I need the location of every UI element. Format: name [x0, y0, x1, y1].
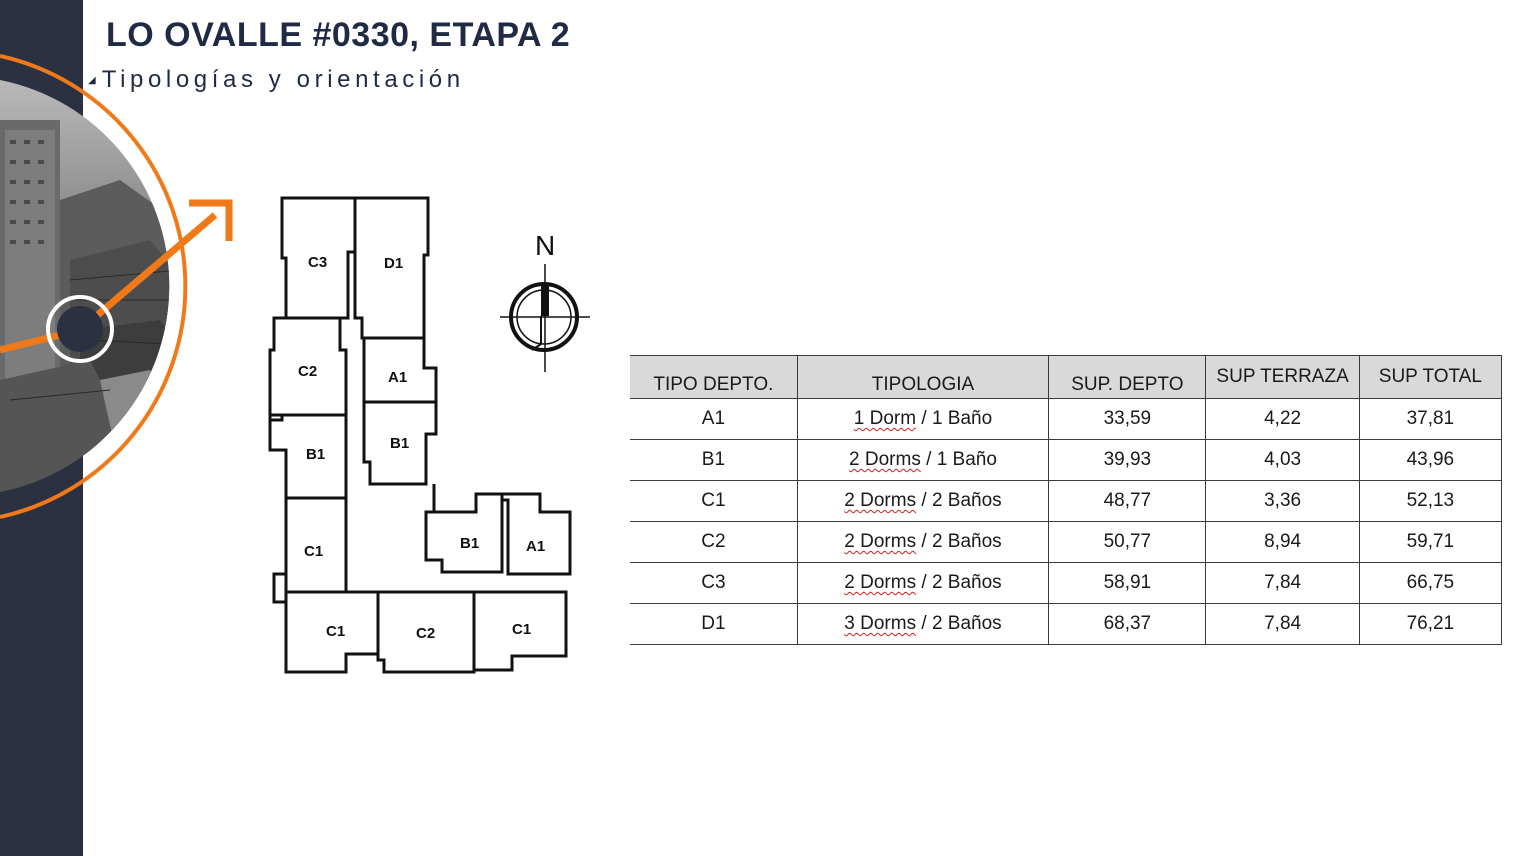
cell-sup-total: 43,96 — [1358, 439, 1503, 481]
cell-banos: 1 Baño — [931, 408, 993, 429]
table-row: C3 2 Dorms / 2 Baños 58,91 7,84 66,75 — [630, 562, 1503, 604]
cell-tipologia: 3 Dorms / 2 Baños — [796, 603, 1050, 645]
cell-sep: / — [916, 490, 932, 511]
cell-sup-depto: 58,91 — [1048, 562, 1207, 604]
unit-label: C1 — [512, 621, 531, 638]
unit-label: D1 — [384, 255, 403, 272]
north-compass-icon: N — [500, 230, 590, 372]
table-header-row: TIPO DEPTO. TIPOLOGIA SUP. DEPTO SUP TER… — [630, 355, 1503, 399]
cell-tipo: B1 — [630, 439, 798, 481]
cell-sup-terraza: 4,22 — [1205, 398, 1360, 440]
cell-tipologia: 2 Dorms / 2 Baños — [796, 480, 1050, 522]
cell-tipo: D1 — [630, 603, 798, 645]
unit-label: C1 — [326, 623, 345, 640]
cell-dorm: 3 Dorms — [844, 613, 917, 634]
cell-banos: 2 Baños — [931, 572, 1002, 593]
cell-banos: 2 Baños — [931, 613, 1002, 634]
cell-sep: / — [916, 531, 932, 552]
cell-sup-total: 66,75 — [1358, 562, 1503, 604]
cell-sup-depto: 50,77 — [1048, 521, 1207, 563]
floor-plan: C3 D1 C2 A1 B1 B1 C1 B1 A1 C1 C2 C1 — [268, 196, 572, 674]
cell-dorm: 2 Dorms — [844, 490, 917, 511]
cell-tipologia: 2 Dorms / 2 Baños — [796, 521, 1050, 563]
cell-sup-terraza: 3,36 — [1205, 480, 1360, 522]
compass-label: N — [535, 230, 555, 261]
cell-sep: / — [916, 408, 932, 429]
orange-arc — [0, 54, 188, 519]
unit-label: A1 — [388, 369, 407, 386]
header-tipo-depto: TIPO DEPTO. — [630, 355, 798, 399]
cell-tipo: C3 — [630, 562, 798, 604]
cell-sup-terraza: 7,84 — [1205, 562, 1360, 604]
header-sup-total: SUP TOTAL — [1358, 355, 1503, 399]
cell-tipo: C2 — [630, 521, 798, 563]
header-sup-depto: SUP. DEPTO — [1048, 355, 1207, 399]
hero-graphic — [0, 54, 233, 519]
unit-label: C2 — [298, 363, 317, 380]
cell-sep: / — [916, 613, 932, 634]
cell-banos: 1 Baño — [936, 449, 997, 470]
cell-tipo: C1 — [630, 480, 798, 522]
cell-sup-total: 37,81 — [1358, 398, 1503, 440]
cell-dorm: 1 Dorm — [853, 408, 917, 429]
unit-label: A1 — [526, 538, 545, 555]
unit-label: B1 — [460, 535, 479, 552]
cell-sep: / — [916, 572, 932, 593]
cell-dorm: 2 Dorms — [849, 449, 921, 470]
cell-sup-depto: 48,77 — [1048, 480, 1207, 522]
cell-tipologia: 1 Dorm / 1 Baño — [796, 398, 1050, 440]
cell-sup-total: 76,21 — [1358, 603, 1503, 645]
cell-sup-depto: 68,37 — [1048, 603, 1207, 645]
cell-sup-total: 59,71 — [1358, 521, 1503, 563]
page-title: LO OVALLE #0330, ETAPA 2 — [106, 16, 571, 54]
unit-label: C2 — [416, 625, 435, 642]
cell-sup-terraza: 8,94 — [1205, 521, 1360, 563]
table-row: C2 2 Dorms / 2 Baños 50,77 8,94 59,71 — [630, 521, 1503, 563]
cell-dorm: 2 Dorms — [844, 572, 917, 593]
typology-table: TIPO DEPTO. TIPOLOGIA SUP. DEPTO SUP TER… — [630, 355, 1503, 645]
table-row: C1 2 Dorms / 2 Baños 48,77 3,36 52,13 — [630, 480, 1503, 522]
cell-tipologia: 2 Dorms / 1 Baño — [796, 439, 1050, 481]
target-circle-icon — [46, 295, 114, 363]
table-row: B1 2 Dorms / 1 Baño 39,93 4,03 43,96 — [630, 439, 1503, 481]
bullet-icon: ◢ — [88, 74, 96, 86]
cell-dorm: 2 Dorms — [844, 531, 917, 552]
cell-banos: 2 Baños — [931, 531, 1002, 552]
table-row: D1 3 Dorms / 2 Baños 68,37 7,84 76,21 — [630, 603, 1503, 645]
unit-label: C1 — [304, 543, 323, 560]
page-subtitle: ◢ Tipologías y orientación — [88, 66, 465, 94]
city-photo — [0, 80, 170, 492]
cell-sup-terraza: 4,03 — [1205, 439, 1360, 481]
unit-label: C3 — [308, 254, 327, 271]
cell-sup-total: 52,13 — [1358, 480, 1503, 522]
cell-sup-terraza: 7,84 — [1205, 603, 1360, 645]
cell-tipologia: 2 Dorms / 2 Baños — [796, 562, 1050, 604]
unit-label: B1 — [306, 446, 325, 463]
cell-tipo: A1 — [630, 398, 798, 440]
cell-banos: 2 Baños — [931, 490, 1002, 511]
unit-label: B1 — [390, 435, 409, 452]
header-sup-terraza: SUP TERRAZA — [1205, 355, 1360, 399]
cell-sup-depto: 33,59 — [1048, 398, 1207, 440]
cell-sup-depto: 39,93 — [1048, 439, 1207, 481]
table-row: A1 1 Dorm / 1 Baño 33,59 4,22 37,81 — [630, 398, 1503, 440]
header-tipologia: TIPOLOGIA — [796, 355, 1050, 399]
subtitle-text: Tipologías y orientación — [101, 66, 465, 93]
cell-sep: / — [920, 449, 937, 470]
